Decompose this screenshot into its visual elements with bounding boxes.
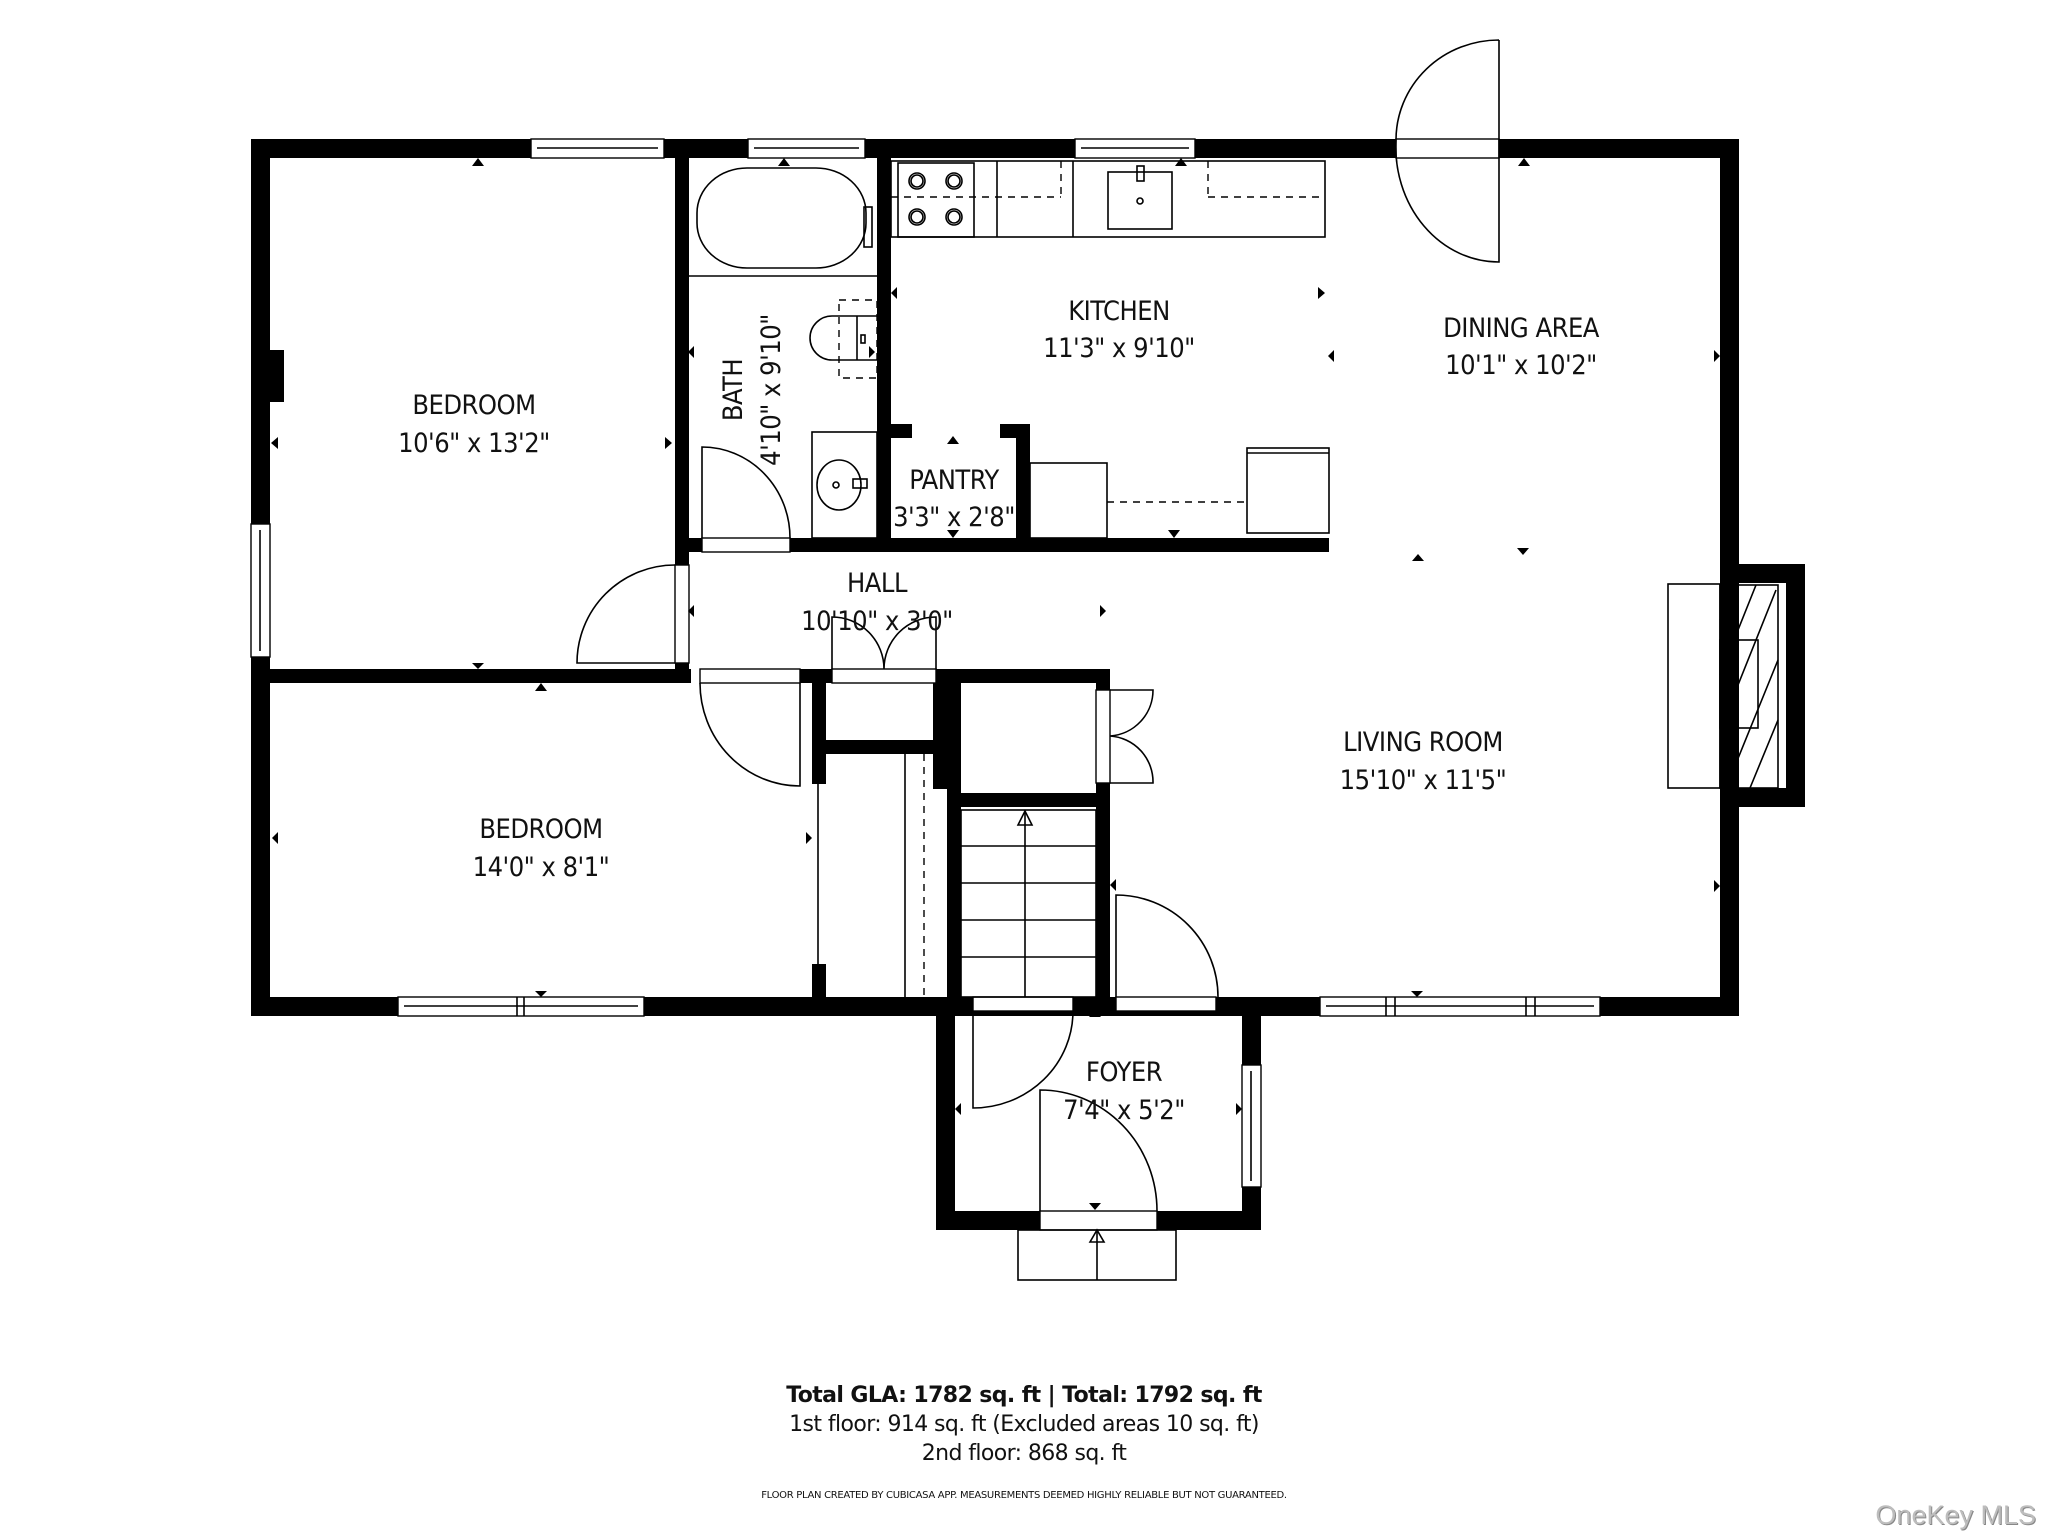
room-dimensions: 14'0" x 8'1": [473, 852, 610, 883]
room-living-room: LIVING ROOM 15'10" x 11'5": [1340, 727, 1507, 796]
exterior-walls: [251, 139, 1805, 1016]
room-name: PANTRY: [909, 465, 999, 496]
total-area: Total GLA: 1782 sq. ft | Total: 1792 sq.…: [786, 1383, 1262, 1408]
door-swing-icon: [831, 616, 937, 684]
room-dimensions: 11'3" x 9'10": [1043, 333, 1195, 364]
kitchen-counter: [890, 160, 1326, 238]
window-icon: [397, 996, 645, 1017]
window-icon: [747, 138, 866, 159]
window-icon: [250, 523, 271, 658]
door-swing-icon: [1395, 39, 1500, 263]
appliance-boxes: [1029, 447, 1330, 539]
kitchen-sink-icon: [1107, 165, 1173, 230]
room-dining-area: DINING AREA 10'1" x 10'2": [1443, 313, 1600, 381]
room-foyer: FOYER 7'4" x 5'2": [1063, 1057, 1185, 1126]
second-floor-area: 2nd floor: 868 sq. ft: [921, 1441, 1127, 1466]
bathtub-icon: [689, 167, 877, 277]
room-dimensions: 10'6" x 13'2": [398, 428, 550, 459]
room-name: BEDROOM: [479, 814, 602, 845]
door-swing-icon: [1115, 894, 1219, 1012]
room-dimensions: 7'4" x 5'2": [1063, 1095, 1185, 1126]
window-icon: [1074, 138, 1196, 159]
window-icon: [1319, 996, 1601, 1017]
room-bedroom-1: BEDROOM 10'6" x 13'2": [398, 390, 550, 459]
stove-icon: [897, 162, 975, 238]
door-swing-icon: [972, 996, 1074, 1109]
bath-sink-icon: [811, 431, 878, 539]
doors: [576, 39, 1500, 1281]
interior-walls: [251, 139, 1329, 1016]
room-name: FOYER: [1086, 1057, 1163, 1088]
measure-markers: [271, 158, 1720, 1210]
disclaimer: FLOOR PLAN CREATED BY CUBICASA APP. MEAS…: [761, 1490, 1287, 1501]
room-pantry: PANTRY 3'3" x 2'8": [893, 465, 1015, 533]
room-dimensions: 10'1" x 10'2": [1445, 350, 1597, 381]
room-name: DINING AREA: [1443, 313, 1600, 344]
room-dimensions: 10'10" x 3'0": [801, 606, 953, 637]
front-step: [1017, 1228, 1177, 1281]
room-kitchen: KITCHEN 11'3" x 9'10": [1043, 296, 1195, 364]
door-swing-icon: [701, 446, 791, 553]
stairs-icon: [904, 754, 1097, 998]
watermark: OneKey MLS: [1875, 1500, 2036, 1530]
room-dimensions: 15'10" x 11'5": [1340, 765, 1507, 796]
room-name: HALL: [847, 568, 908, 599]
room-bath: BATH 4'10" x 9'10": [718, 314, 787, 466]
door-swing-icon: [1095, 689, 1154, 784]
window-icon: [530, 138, 665, 159]
door-swing-icon: [576, 564, 690, 664]
room-bedroom-2: BEDROOM 14'0" x 8'1": [473, 814, 610, 883]
room-hall: HALL 10'10" x 3'0": [801, 568, 953, 637]
door-swing-icon: [699, 668, 801, 787]
room-name: LIVING ROOM: [1343, 727, 1503, 758]
window-icon: [1241, 1064, 1262, 1188]
room-name: BATH: [718, 359, 749, 421]
room-name: KITCHEN: [1068, 296, 1170, 327]
fireplace-icon: [1667, 583, 1779, 789]
toilet-icon: [809, 299, 878, 379]
room-dimensions: 3'3" x 2'8": [893, 502, 1015, 533]
first-floor-area: 1st floor: 914 sq. ft (Excluded areas 10…: [789, 1412, 1259, 1437]
room-dimensions: 4'10" x 9'10": [756, 314, 787, 466]
windows: [250, 138, 1601, 1188]
room-name: BEDROOM: [412, 390, 535, 421]
